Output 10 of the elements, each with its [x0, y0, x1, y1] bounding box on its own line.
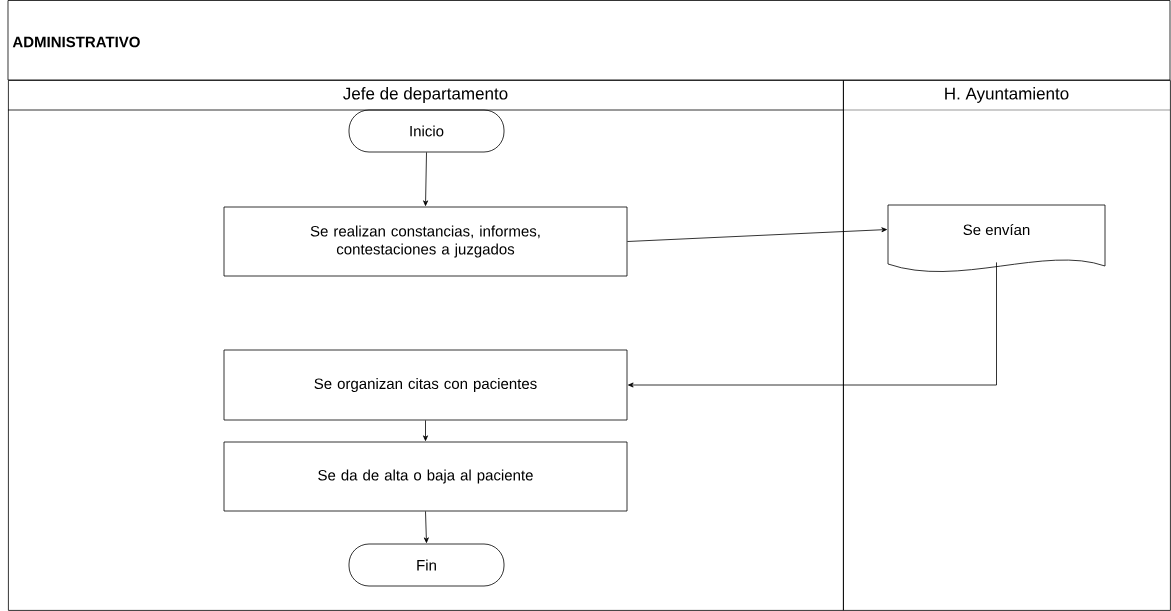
arrow — [627, 227, 887, 242]
process-box: Se realizan constancias, informes, contestaciones a juzgados — [223, 206, 628, 277]
arrow — [423, 152, 429, 206]
arrow — [423, 420, 428, 441]
process-box: Se da de alta o baja al paciente — [223, 441, 628, 512]
arrow — [628, 262, 997, 388]
arrow — [423, 511, 429, 543]
title-band: ADMINISTRATIVO — [7, 0, 1171, 81]
process-box: Se organizan citas con pacientes — [223, 349, 628, 421]
document-shape: Se envían — [887, 204, 1106, 272]
